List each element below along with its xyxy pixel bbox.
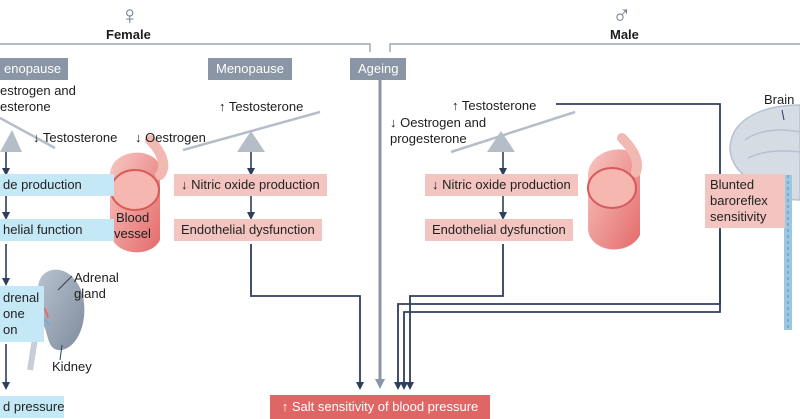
female-endothelial-connector <box>250 244 364 390</box>
brain-label: Brain <box>764 92 795 107</box>
male-endothelial-box: Endothelial dysfunction <box>425 219 573 241</box>
menopause-center-tag: Menopause <box>208 58 292 80</box>
female-symbol: ♀ <box>120 0 140 30</box>
kidney-illustration <box>25 269 85 371</box>
center-testosterone: ↑ Testosterone <box>219 99 304 114</box>
female-header: Female <box>106 27 151 42</box>
male-testosterone: ↑ Testosterone <box>452 98 537 113</box>
male-blood-vessel-illustration <box>587 133 642 250</box>
baroreflex-line3: sensitivity <box>710 209 767 224</box>
male-header: Male <box>610 27 639 42</box>
male-oestrogen-line1: ↓ Oestrogen and <box>390 115 487 130</box>
ageing-tag: Ageing <box>350 58 407 80</box>
left-adrenal-box: drenal one on <box>0 286 44 342</box>
blood-vessel-label1: Blood <box>116 210 150 225</box>
testosterone-connector <box>400 103 721 390</box>
male-endothelial-connector <box>406 244 504 390</box>
left-pressure-box: d pressure <box>0 396 64 418</box>
male-nitric-box: ↓ Nitric oxide production <box>425 174 578 196</box>
female-center-seesaw <box>182 110 321 152</box>
baroreflex-connector <box>394 230 721 390</box>
female-bracket <box>0 43 371 52</box>
female-left-seesaw <box>0 116 56 152</box>
adrenal-gland-label1: Adrenal <box>74 270 119 285</box>
blood-vessel-label2: vessel <box>114 226 151 241</box>
outcome-box: ↑ Salt sensitivity of blood pressure <box>270 395 490 419</box>
kidney-label: Kidney <box>52 359 92 374</box>
adrenal-line2: one <box>3 306 25 321</box>
adrenal-line1: drenal <box>3 290 40 305</box>
menopause-left-tag: enopause <box>0 58 68 80</box>
baroreflex-line2: baroreflex <box>710 193 768 208</box>
center-oestrogen: ↓ Oestrogen <box>135 130 206 145</box>
male-bracket <box>389 43 800 52</box>
center-nitric-box: ↓ Nitric oxide production <box>174 174 327 196</box>
baroreflex-box: Blunted baroreflex sensitivity <box>705 174 785 228</box>
center-endothelial-box: Endothelial dysfunction <box>174 219 322 241</box>
blood-vessel-illustration <box>110 135 169 253</box>
adrenal-gland-label2: gland <box>74 286 106 301</box>
left-nitric-box: de production <box>0 174 114 196</box>
adrenal-line3: on <box>3 322 18 337</box>
male-oestrogen-line2: progesterone <box>390 131 467 146</box>
male-symbol: ♂ <box>612 0 632 30</box>
left-oestrogen-line2: esterone <box>0 99 51 114</box>
left-endothelial-box: helial function <box>0 219 114 241</box>
left-oestrogen-line1: estrogen and <box>0 83 76 98</box>
baroreflex-line1: Blunted <box>710 177 755 192</box>
male-seesaw <box>450 110 576 154</box>
left-testosterone: ↓ Testosterone <box>33 130 118 145</box>
